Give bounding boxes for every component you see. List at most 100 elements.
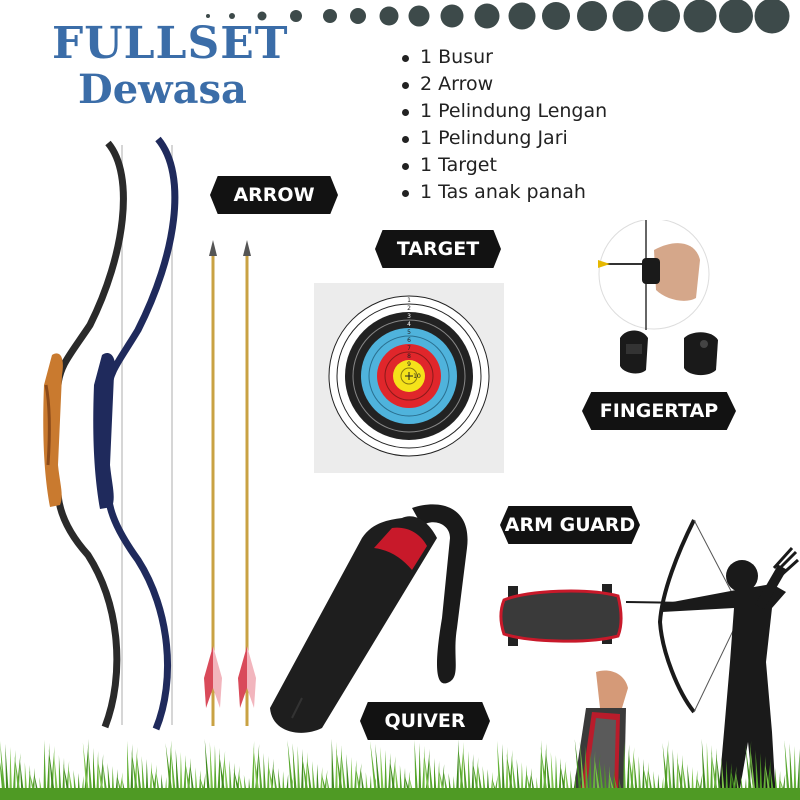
- grass-blade: [336, 748, 344, 800]
- grass-blade: [204, 739, 211, 800]
- grass-blade: [253, 747, 261, 800]
- quiver-image: [270, 504, 468, 733]
- grass-blade: [131, 750, 140, 800]
- grass-blade: [672, 749, 676, 800]
- grass-blade: [750, 747, 757, 800]
- grass-blade: [755, 750, 760, 800]
- grass-blade: [574, 739, 583, 800]
- grass-blade: [292, 743, 298, 800]
- grass-blade: [545, 749, 552, 800]
- grass-blade: [414, 740, 419, 800]
- grass-blade: [175, 749, 180, 800]
- grass-blade: [254, 744, 260, 800]
- ring-number: 4: [407, 321, 411, 328]
- grass-blade: [502, 744, 506, 800]
- grass-blade: [375, 744, 382, 800]
- grass-blade: [584, 745, 589, 800]
- decorative-dot-row: [206, 0, 790, 34]
- grass-blade: [49, 746, 55, 800]
- ring-number: 7: [407, 345, 411, 352]
- grass-blade: [0, 741, 7, 800]
- grass-blade: [706, 742, 710, 800]
- grass-blade: [745, 744, 754, 800]
- archery-target-image: 1 2 3 4 5 6 7 8 9 10: [314, 283, 504, 473]
- grass-blade: [251, 741, 255, 800]
- product-title: FULLSET Dewasa: [52, 22, 289, 110]
- grass-blade: [579, 742, 586, 800]
- grass-blade: [662, 743, 670, 800]
- quiver-label: QUIVER: [360, 702, 490, 740]
- grass-blade: [628, 750, 636, 800]
- grass-blade: [589, 748, 592, 800]
- grass-blade: [789, 743, 794, 800]
- list-item: 1 Target: [398, 152, 607, 179]
- grass-base: [0, 788, 800, 800]
- grass-blade: [796, 749, 800, 800]
- grass-blade: [457, 745, 465, 800]
- grass-blade: [46, 743, 50, 800]
- arm-guard-image: [499, 584, 623, 646]
- grass-blade: [287, 740, 295, 800]
- grass-blade: [421, 746, 425, 800]
- grass-blade: [370, 741, 379, 800]
- grass-blade: [463, 748, 468, 800]
- grass-blade: [82, 742, 90, 800]
- grass-blade: [418, 743, 422, 800]
- arrow-label: ARROW: [210, 176, 338, 214]
- list-item: 1 Busur: [398, 44, 607, 71]
- grass-blade: [87, 745, 93, 800]
- archer-silhouette-image: [626, 519, 800, 800]
- list-item: 2 Arrow: [398, 71, 607, 98]
- grass-blade: [258, 750, 264, 800]
- grass-blade: [793, 746, 797, 800]
- grass-blade: [220, 751, 226, 800]
- recurve-bows-image: [43, 136, 179, 731]
- list-item: 1 Pelindung Jari: [398, 125, 607, 152]
- grass-blade: [83, 739, 89, 800]
- ring-number: 8: [407, 353, 411, 360]
- grass-blade: [497, 741, 503, 800]
- list-item: 1 Pelindung Lengan: [398, 98, 607, 125]
- grass-blade: [592, 751, 596, 800]
- grass-blade: [667, 746, 673, 800]
- ring-number: 9: [407, 361, 411, 368]
- title-line-2: Dewasa: [78, 66, 247, 113]
- grass-blade: [623, 741, 627, 800]
- ring-number: 6: [407, 337, 411, 344]
- grass-blade: [93, 748, 96, 800]
- list-item: 1 Tas anak panah: [398, 179, 607, 206]
- grass-blade: [48, 749, 56, 800]
- grass-blade: [701, 739, 707, 800]
- grass-blade: [424, 749, 430, 800]
- grass-blade: [384, 750, 388, 800]
- grass-blade: [341, 751, 348, 800]
- grass-blade: [331, 739, 335, 800]
- grass-blade: [663, 740, 669, 800]
- package-contents-list: 1 Busur 2 Arrow 1 Pelindung Lengan 1 Pel…: [398, 44, 607, 206]
- grass-blade: [711, 751, 720, 800]
- fingertap-image: [598, 220, 718, 376]
- grass-blade: [217, 748, 220, 800]
- grass-blade: [213, 745, 217, 800]
- grass-blade: [455, 739, 459, 800]
- grass-blade: [458, 742, 464, 800]
- grass-blade: [170, 746, 177, 800]
- grass-blade: [468, 751, 472, 800]
- title-line-1: FULLSET: [52, 18, 289, 69]
- grass-blade: [43, 740, 47, 800]
- ring-number: 2: [407, 305, 411, 312]
- grass-blade: [165, 743, 174, 800]
- grass-blade: [209, 742, 214, 800]
- ring-number: 5: [407, 329, 411, 336]
- grass-border: [0, 739, 800, 800]
- grass-blade: [12, 750, 16, 800]
- ring-number: 1: [407, 297, 411, 304]
- grass-blade: [784, 740, 791, 800]
- fingertap-label: FINGERTAP: [582, 392, 736, 430]
- grass-blade: [540, 746, 549, 800]
- grass-blade: [629, 747, 635, 800]
- grass-blade: [626, 744, 630, 800]
- arm-guard-label: ARM GUARD: [500, 506, 640, 544]
- ring-number: 3: [407, 313, 411, 320]
- grass-blade: [297, 746, 301, 800]
